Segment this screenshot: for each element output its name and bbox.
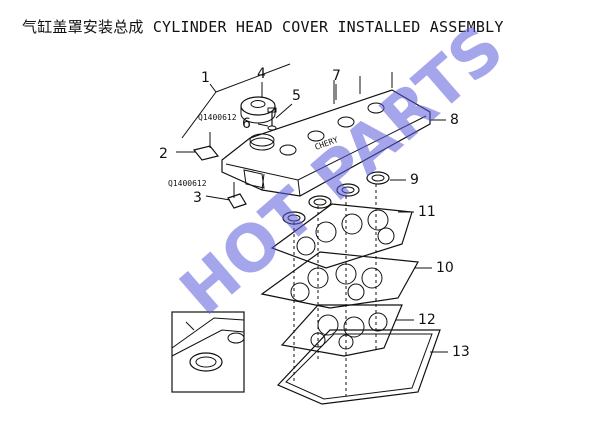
cylinder-head-cover: [221, 89, 431, 197]
callout-10: 10: [436, 260, 454, 276]
page-title: 气缸盖罩安装总成 CYLINDER HEAD COVER INSTALLED A…: [22, 18, 504, 36]
watermark: HOT PARTS: [167, 11, 518, 330]
bolt-5: [267, 107, 277, 126]
callout-7: 7: [332, 68, 341, 84]
spark-plug-seals-9: [282, 171, 390, 225]
callout-8: 8: [450, 112, 459, 128]
oil-filler-cap-4: [240, 96, 276, 124]
callout-12: 12: [418, 312, 436, 328]
cover-bolts-7: [333, 72, 393, 104]
callout-4: 4: [257, 66, 266, 82]
callout-3: 3: [193, 190, 202, 206]
callout-9: 9: [410, 172, 419, 188]
part-code-lower: Q1400612: [168, 179, 207, 188]
upper-gasket-11: [270, 203, 413, 269]
callout-11: 11: [418, 204, 436, 220]
callout-13: 13: [452, 344, 470, 360]
callout-2: 2: [159, 146, 168, 162]
part-code-upper: Q1400612: [198, 113, 237, 122]
callout-5: 5: [292, 88, 301, 104]
detail-inset: [171, 311, 245, 393]
callout-6: 6: [242, 116, 251, 132]
alignment-lines: [293, 184, 377, 396]
lower-gasket-12: [280, 304, 403, 357]
bracket-2: [192, 132, 220, 161]
washer-6: [267, 125, 277, 131]
bottom-plate-13: [276, 329, 441, 405]
bracket-3: [227, 182, 247, 209]
leader-lines: [176, 63, 448, 353]
callout-1: 1: [201, 70, 210, 86]
